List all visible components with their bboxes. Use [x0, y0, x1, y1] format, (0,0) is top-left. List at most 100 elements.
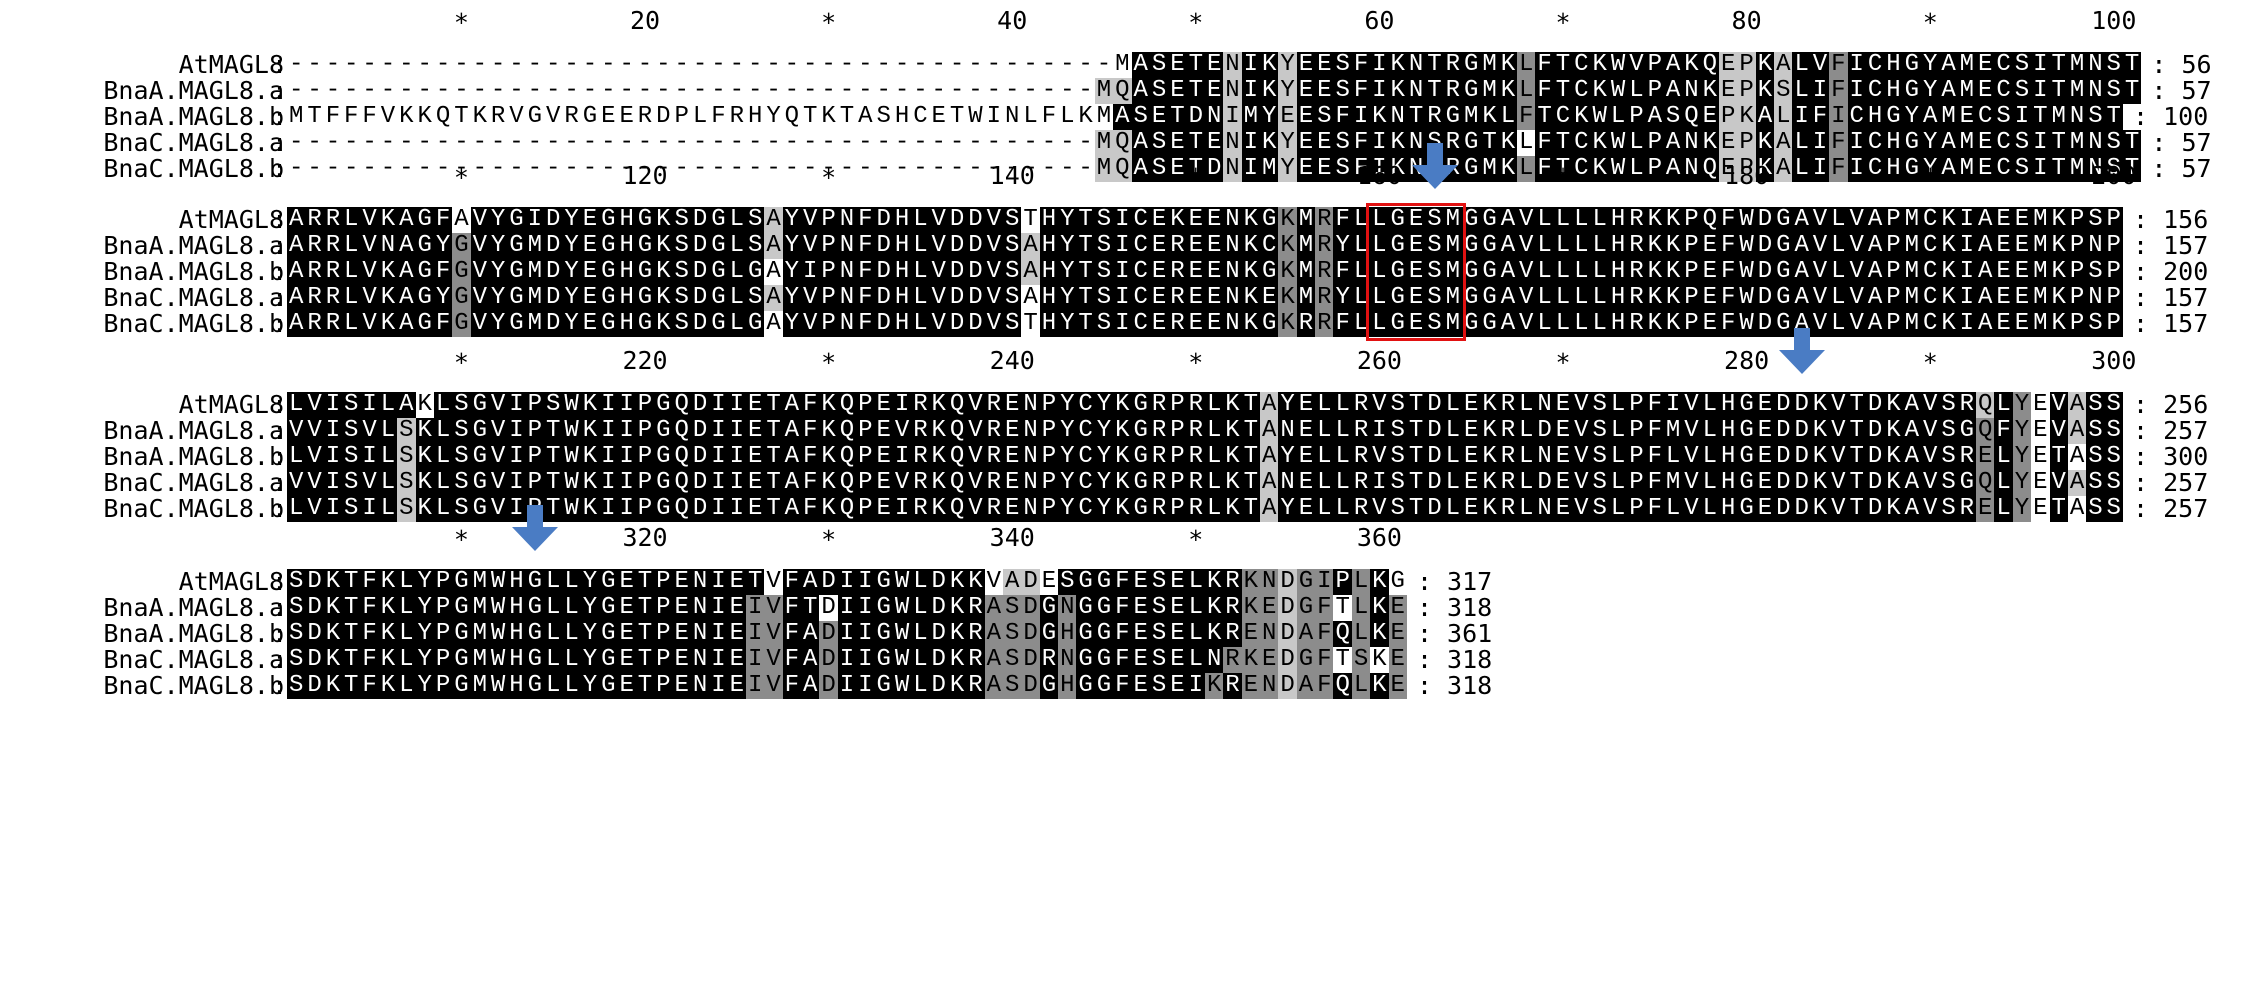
residue: Y: [1278, 52, 1297, 78]
residue: M: [1296, 285, 1316, 311]
residue: Q: [837, 470, 857, 496]
residue: L: [1351, 311, 1371, 337]
residue: N: [1535, 496, 1554, 522]
ruler-star: *: [821, 348, 837, 377]
residue: I: [617, 392, 636, 418]
residue: P: [1168, 470, 1187, 496]
residue: D: [947, 207, 967, 233]
residue: V: [1517, 207, 1536, 233]
residue: R: [1223, 569, 1242, 595]
residue: N: [378, 233, 398, 259]
residue: S: [1149, 647, 1169, 673]
residue: R: [911, 496, 930, 522]
residue: K: [415, 104, 434, 130]
residue: K: [929, 496, 948, 522]
alignment-gap: -: [984, 78, 1004, 104]
residue: T: [544, 496, 563, 522]
residue: V: [1829, 470, 1848, 496]
residue: M: [470, 647, 489, 673]
residue: E: [1204, 130, 1224, 156]
residue: P: [1333, 569, 1352, 595]
residue: S: [287, 595, 306, 621]
residue: V: [1682, 496, 1701, 522]
residue: V: [929, 285, 948, 311]
residue: T: [1241, 444, 1261, 470]
residue: K: [654, 285, 673, 311]
residue: E: [745, 418, 765, 444]
residue: Q: [1113, 130, 1132, 156]
residue: T: [764, 496, 783, 522]
residue-count: : 100: [2133, 102, 2209, 131]
residue: K: [1168, 207, 1187, 233]
residue: E: [672, 621, 691, 647]
residue: S: [2012, 130, 2032, 156]
residue: I: [709, 418, 728, 444]
residue: N: [2086, 233, 2105, 259]
ruler-tick-label: 220: [622, 346, 668, 375]
residue: C: [1865, 130, 1885, 156]
residue: K: [1884, 392, 1903, 418]
alignment-gap: -: [874, 52, 893, 78]
alignment-gap: -: [801, 52, 820, 78]
residue: W: [562, 496, 581, 522]
residue: D: [819, 673, 838, 699]
residue: N: [1021, 444, 1040, 470]
alignment-gap: -: [323, 78, 343, 104]
sequence-name: BnaA.MAGL8.a: [103, 76, 284, 105]
residue: K: [1241, 311, 1261, 337]
alignment-gap: -: [782, 78, 802, 104]
residue: A: [1939, 52, 1958, 78]
residue: E: [1957, 104, 1977, 130]
residue: R: [1186, 392, 1205, 418]
residue: L: [1590, 207, 1609, 233]
residue: W: [1608, 52, 1628, 78]
residue: R: [1957, 496, 1977, 522]
residue: F: [1039, 104, 1059, 130]
residue: D: [1865, 418, 1885, 444]
residue: S: [1094, 285, 1114, 311]
residue: R: [1223, 595, 1242, 621]
residue: E: [1204, 259, 1224, 285]
residue: N: [2086, 285, 2105, 311]
residue: E: [1186, 233, 1205, 259]
residue: V: [966, 418, 985, 444]
residue: V: [764, 621, 783, 647]
residue: V: [2049, 392, 2068, 418]
residue: I: [892, 444, 912, 470]
residue: R: [1315, 259, 1334, 285]
residue: K: [1241, 647, 1261, 673]
residue: K: [2049, 207, 2068, 233]
residue: P: [2067, 311, 2087, 337]
residue: K: [1590, 78, 1609, 104]
residue: D: [1278, 647, 1297, 673]
residue: L: [1333, 418, 1352, 444]
residue: L: [1333, 444, 1352, 470]
residue: G: [1774, 285, 1793, 311]
residue: G: [599, 259, 618, 285]
residue: V: [1517, 259, 1536, 285]
residue: D: [1278, 621, 1297, 647]
residue: V: [801, 233, 820, 259]
residue: I: [745, 621, 765, 647]
residue: E: [1168, 673, 1187, 699]
residue: P: [819, 285, 838, 311]
residue: A: [1865, 233, 1885, 259]
residue: C: [1994, 52, 2013, 78]
residue: G: [1774, 207, 1793, 233]
residue: L: [690, 104, 710, 130]
residue: S: [1388, 444, 1407, 470]
residue: T: [1535, 104, 1554, 130]
residue: P: [1884, 311, 1903, 337]
alignment-gap: -: [709, 52, 728, 78]
residue: A: [452, 207, 471, 233]
residue: K: [1278, 233, 1297, 259]
residue: K: [1810, 470, 1830, 496]
sequence-name: BnaC.MAGL8.a: [103, 645, 284, 674]
residue: L: [1792, 78, 1811, 104]
residue: L: [1572, 311, 1591, 337]
residue: K: [1663, 233, 1683, 259]
residue: D: [305, 647, 324, 673]
residue: P: [819, 311, 838, 337]
residue: S: [2086, 104, 2105, 130]
residue: I: [1113, 311, 1132, 337]
